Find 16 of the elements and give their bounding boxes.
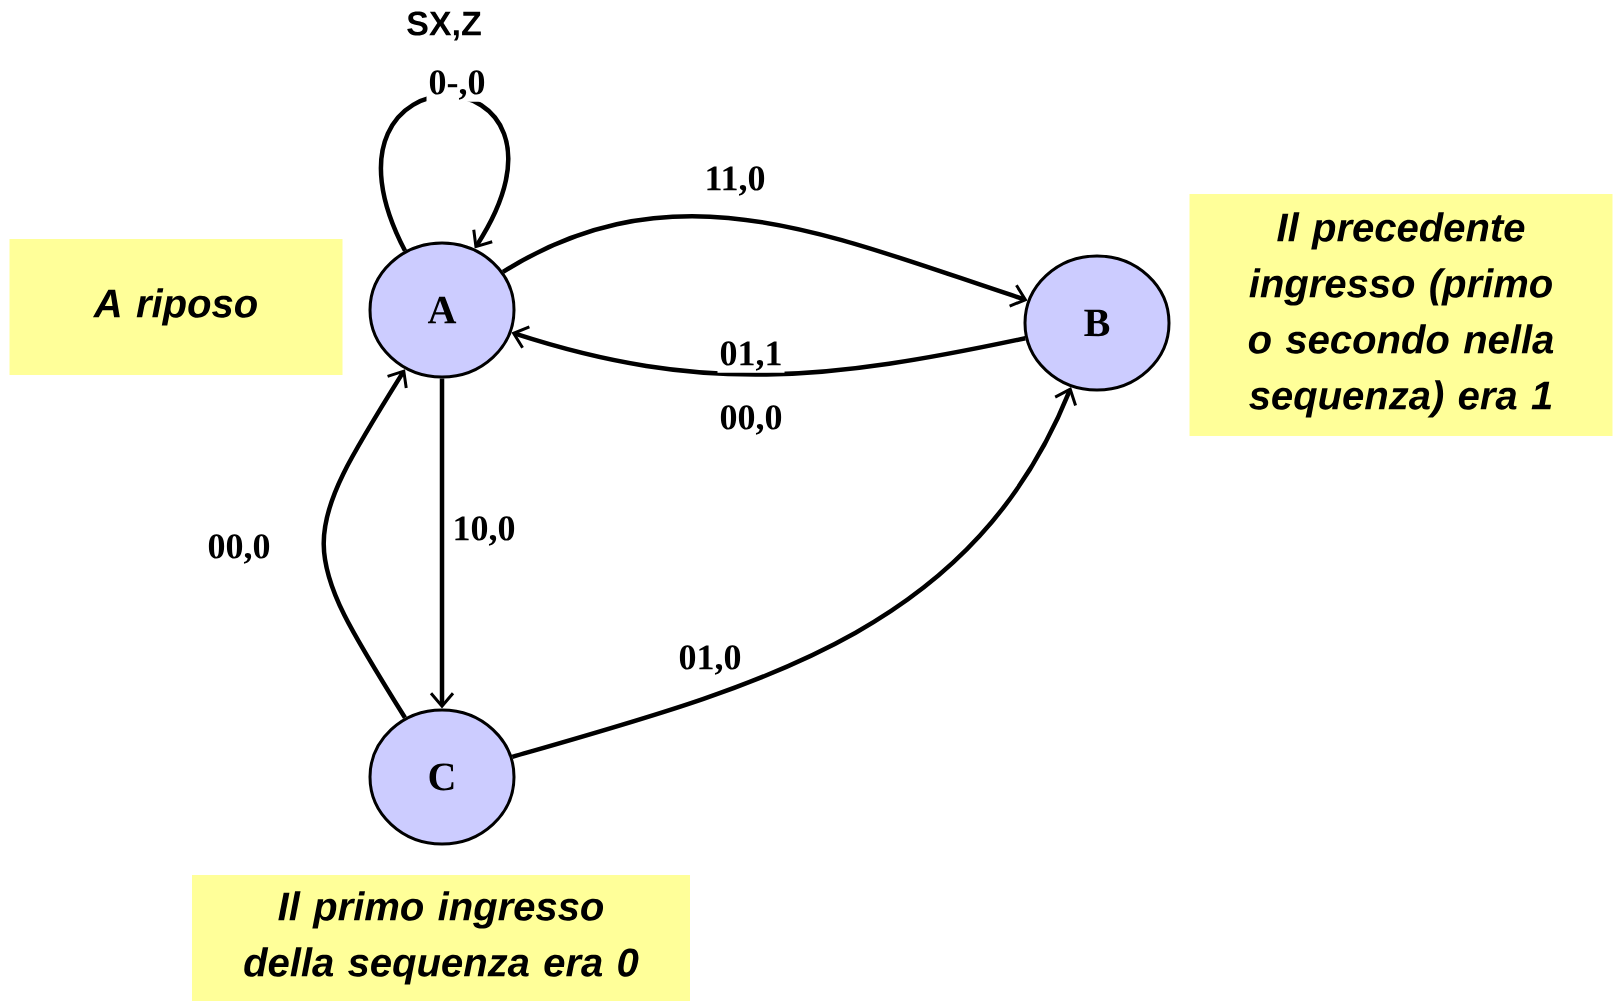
edge-label: 11,0	[702, 164, 768, 198]
note-box: A riposo	[9, 239, 343, 375]
arrow	[511, 387, 1077, 759]
edge-label: 00,0	[205, 532, 273, 566]
edge-label: 0-,0	[426, 68, 488, 102]
arrow	[501, 214, 1028, 308]
note-box: Il precedente ingresso (primo o secondo nella sequenza) era 1	[1189, 194, 1613, 436]
arrow	[429, 378, 455, 709]
transition-label: 00,0	[720, 405, 782, 435]
edge-label: 01,1	[717, 339, 785, 373]
edge-label: 01,0	[676, 643, 744, 677]
arrow	[511, 325, 1026, 377]
edge-label: 10,0	[450, 514, 518, 548]
column-header: SX,Z	[407, 11, 481, 41]
arrow	[321, 369, 408, 719]
note-box: Il primo ingresso della sequenza era 0	[192, 875, 690, 1001]
